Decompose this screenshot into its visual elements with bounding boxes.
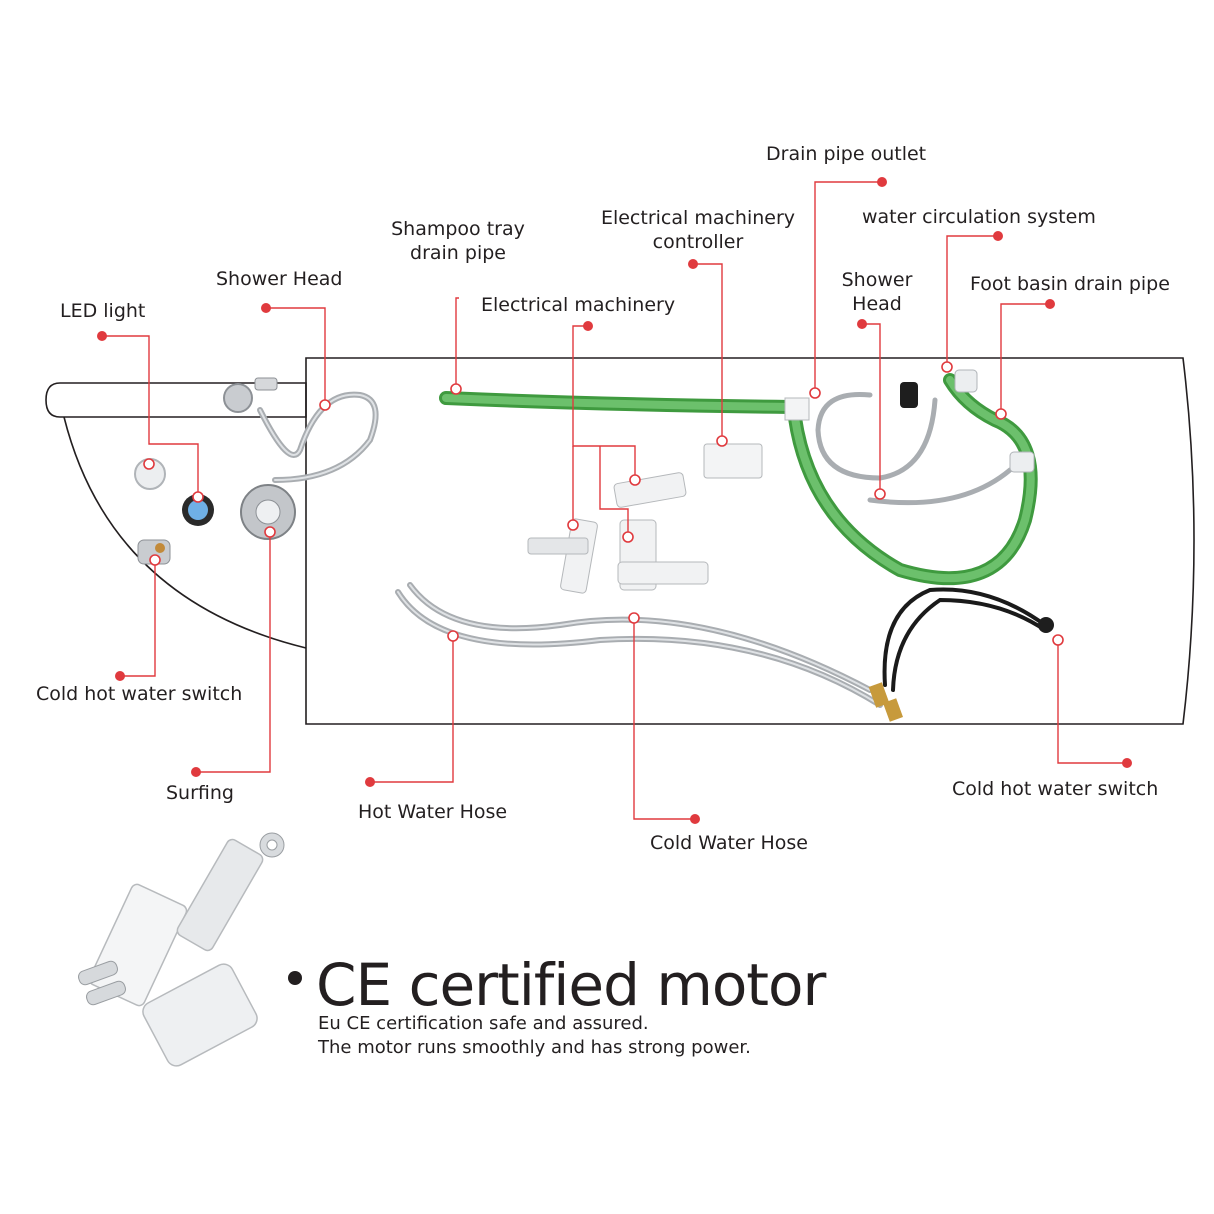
label-shower-head-left: Shower Head	[216, 268, 343, 290]
label-cold-water-hose: Cold Water Hose	[650, 832, 808, 854]
label-foot-basin: Foot basin drain pipe	[970, 273, 1170, 295]
label-shower-head-right: Shower Head	[834, 268, 920, 316]
metal-hoses	[257, 391, 1013, 708]
motor-title: CE certified motor	[316, 951, 826, 1019]
label-surfing: Surfing	[166, 782, 234, 804]
title-bullet	[288, 971, 302, 985]
callout-rings	[143, 361, 1064, 646]
label-elec-machinery: Electrical machinery	[481, 294, 676, 316]
label-led-light: LED light	[60, 300, 146, 322]
label-water-circulation: water circulation system	[862, 206, 1096, 228]
green-hoses	[439, 373, 1038, 586]
label-drain-pipe-outlet: Drain pipe outlet	[766, 143, 927, 165]
label-shampoo-tray-line1: Shampoo tray	[391, 218, 525, 240]
tub-outline	[45, 357, 1195, 725]
label-cold-hot-switch-left: Cold hot water switch	[36, 683, 243, 705]
label-elec-controller: Electrical machinery controller	[598, 206, 798, 254]
motor-illustration	[78, 832, 285, 1067]
callout-lines	[102, 181, 1127, 820]
label-elec-controller-line1: Electrical machinery	[600, 207, 796, 229]
label-shampoo-tray-line2: drain pipe	[410, 242, 506, 264]
callout-dots	[97, 177, 1132, 824]
components	[134, 369, 1054, 722]
black-cables	[882, 587, 1047, 692]
label-shower-head-right-line2: Head	[852, 293, 902, 315]
label-shampoo-tray: Shampoo tray drain pipe	[386, 217, 530, 265]
label-elec-controller-line2: controller	[652, 231, 744, 253]
label-shower-head-right-line1: Shower	[841, 269, 913, 291]
label-hot-water-hose: Hot Water Hose	[358, 801, 508, 823]
motor-desc-line2: The motor runs smoothly and has strong p…	[318, 1037, 751, 1058]
motor-desc-line1: Eu CE certification safe and assured.	[318, 1013, 649, 1034]
label-cold-hot-switch-right: Cold hot water switch	[952, 778, 1159, 800]
